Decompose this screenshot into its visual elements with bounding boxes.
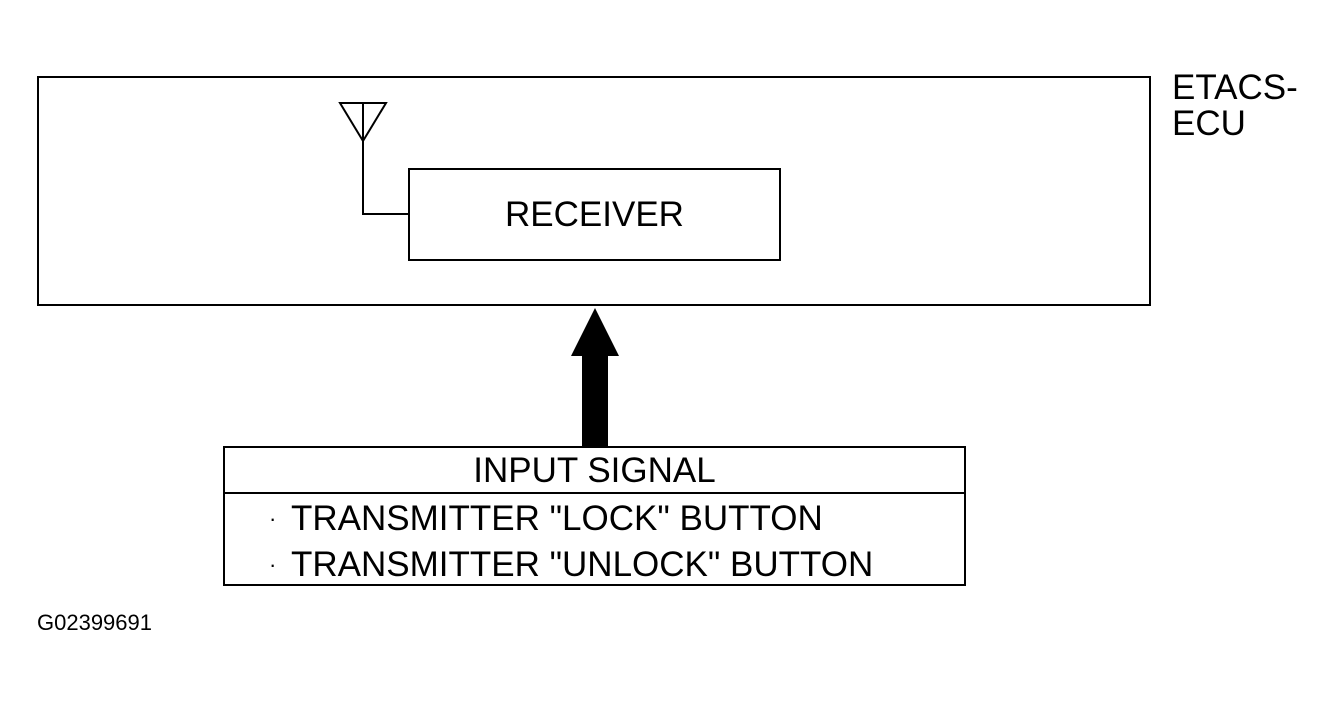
receiver-box: RECEIVER bbox=[408, 168, 781, 261]
signal-arrow-icon bbox=[571, 308, 619, 448]
receiver-label: RECEIVER bbox=[505, 194, 684, 234]
etacs-ecu-label: ETACS- ECU bbox=[1172, 70, 1298, 142]
bullet-icon: · bbox=[269, 506, 277, 531]
input-signal-item-unlock: · TRANSMITTER "UNLOCK" BUTTON bbox=[269, 542, 964, 588]
input-signal-item-label: TRANSMITTER "LOCK" BUTTON bbox=[291, 499, 823, 538]
input-signal-title: INPUT SIGNAL bbox=[225, 448, 964, 494]
etacs-ecu-box bbox=[37, 76, 1151, 306]
figure-id: G02399691 bbox=[37, 610, 152, 635]
input-signal-item-label: TRANSMITTER "UNLOCK" BUTTON bbox=[291, 545, 874, 584]
etacs-ecu-label-line1: ETACS- bbox=[1172, 68, 1298, 107]
antenna-icon bbox=[338, 102, 409, 215]
etacs-ecu-label-line2: ECU bbox=[1172, 104, 1246, 143]
input-signal-box: INPUT SIGNAL · TRANSMITTER "LOCK" BUTTON … bbox=[223, 446, 966, 586]
input-signal-list: · TRANSMITTER "LOCK" BUTTON · TRANSMITTER … bbox=[225, 494, 964, 588]
input-signal-item-lock: · TRANSMITTER "LOCK" BUTTON bbox=[269, 496, 964, 542]
bullet-icon: · bbox=[269, 552, 277, 577]
